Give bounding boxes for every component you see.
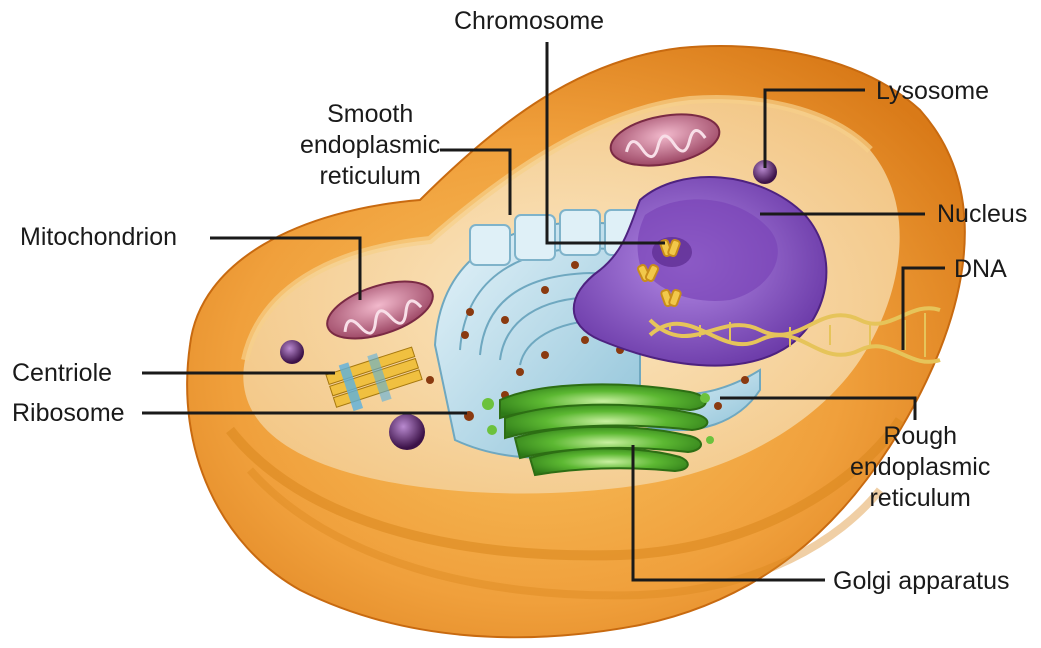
- centriole-label: Centriole: [12, 358, 112, 389]
- smooth-er-label-line-1: Smooth: [300, 99, 440, 130]
- rough-er-label-line-3: reticulum: [850, 483, 990, 514]
- rough-er-label-line-2: endoplasmic: [850, 452, 990, 483]
- mitochondrion-label: Mitochondrion: [20, 222, 177, 253]
- lysosome: [280, 340, 304, 364]
- smooth-er-label-line-2: endoplasmic: [300, 130, 440, 161]
- ribosome-label: Ribosome: [12, 398, 125, 429]
- lysosome-label: Lysosome: [876, 76, 989, 107]
- nucleus-label: Nucleus: [937, 199, 1027, 230]
- smooth-er-label: Smooth endoplasmic reticulum: [300, 99, 440, 192]
- rough-er-label-line-1: Rough: [850, 421, 990, 452]
- dna-label: DNA: [954, 254, 1007, 285]
- smooth-er-label-line-3: reticulum: [300, 161, 440, 192]
- golgi-label: Golgi apparatus: [833, 566, 1010, 597]
- lysosome: [389, 414, 425, 450]
- chromosome-label: Chromosome: [454, 6, 604, 37]
- rough-er-label: Rough endoplasmic reticulum: [850, 421, 990, 514]
